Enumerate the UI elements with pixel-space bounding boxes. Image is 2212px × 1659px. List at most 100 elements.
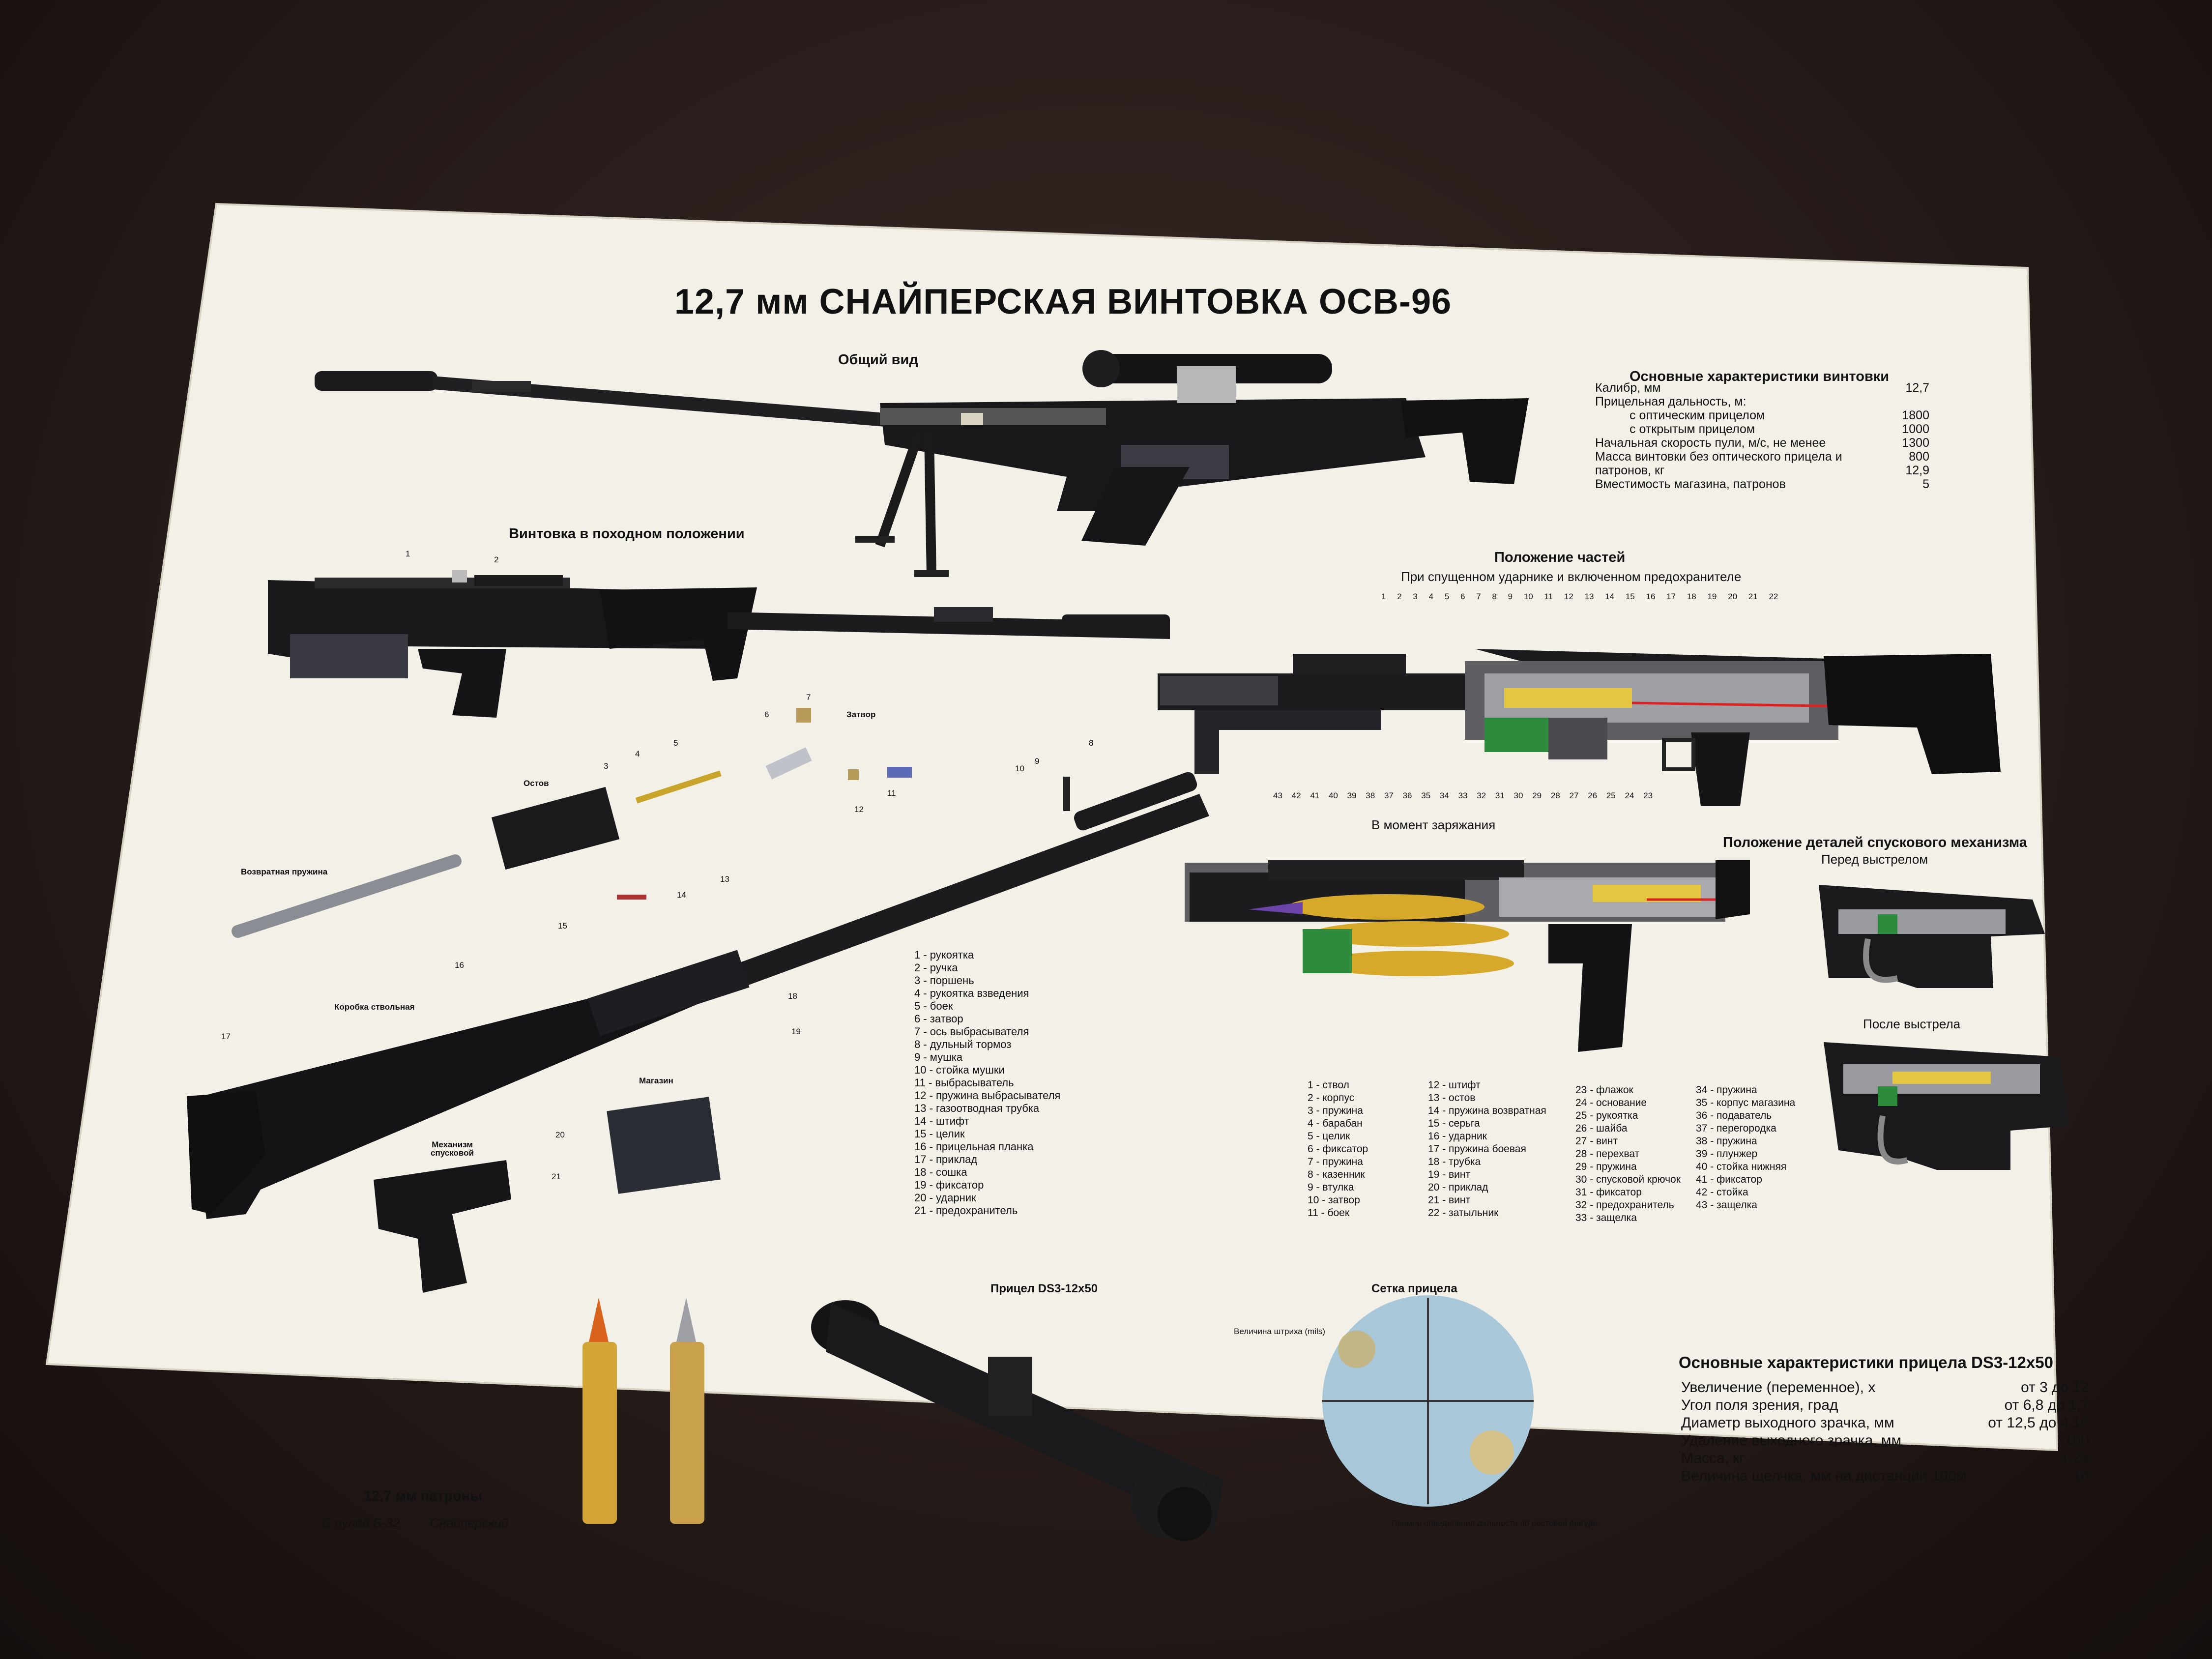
part-number: 13 — [1584, 592, 1594, 601]
spec-value: 1300 — [1902, 436, 1929, 450]
trigger-parts-label: Положение деталей спускового механизма — [1723, 835, 2027, 850]
reticle-stroke-label: Величина штриха (mils) — [1234, 1327, 1325, 1336]
legend-item: 20 - приклад — [1428, 1182, 1488, 1193]
spec-value: 5 — [1922, 477, 1929, 491]
callout-number: 1 — [406, 549, 410, 558]
scope-drawing — [811, 1300, 1224, 1541]
legend-item: 25 - рукоятка — [1575, 1110, 1638, 1121]
part-number: 37 — [1384, 791, 1394, 800]
part-number: 23 — [1643, 791, 1653, 800]
legend-cutaway-col1: 1 - ствол 2 - корпус 3 - пружина 4 - бар… — [1308, 1079, 1368, 1220]
cartridge-left-label: С пулей Б-32 — [322, 1515, 400, 1530]
cutaway-loading — [1185, 860, 1750, 1052]
part-number: 43 — [1273, 791, 1282, 800]
part-number: 24 — [1625, 791, 1634, 800]
part-number: 4 — [1428, 592, 1434, 601]
part-number: 21 — [1748, 592, 1758, 601]
callout-number: 15 — [558, 921, 567, 931]
spec-label: Начальная скорость пули, м/с, не менее — [1595, 436, 1826, 450]
legend-item: 1 - рукоятка — [914, 949, 974, 961]
part-number: 34 — [1439, 791, 1449, 800]
callout-number: 17 — [221, 1032, 231, 1041]
part-number: 15 — [1625, 592, 1635, 601]
rifle-specs-table: Калибр, мм Прицельная дальность, м: с оп… — [1595, 381, 1929, 491]
legend-item: 20 - ударник — [914, 1192, 976, 1204]
scope-specs-table: Увеличение (переменное), х Угол поля зре… — [1681, 1379, 2089, 1485]
legend-item: 30 - спусковой крючок — [1575, 1174, 1681, 1185]
part-number: 40 — [1328, 791, 1338, 800]
callout-number: 20 — [555, 1130, 565, 1139]
scope-label: Прицел DS3-12x50 — [990, 1282, 1098, 1295]
part-number: 2 — [1397, 592, 1402, 601]
travel-position-label: Винтовка в походном положении — [509, 526, 745, 542]
legend-item: 11 - боек — [1308, 1207, 1350, 1219]
callout-number: 18 — [788, 991, 797, 1001]
legend-item: 21 - предохранитель — [914, 1204, 1018, 1217]
cutaway-parts-position — [1158, 649, 2001, 806]
spec-label: Удаление выходного зрачка, мм — [1681, 1432, 1902, 1449]
legend-cutaway-col3: 23 - флажок 24 - основание 25 - рукоятка… — [1575, 1084, 1681, 1224]
part-number: 25 — [1606, 791, 1616, 800]
part-number: 42 — [1291, 791, 1301, 800]
part-number: 12 — [1564, 592, 1573, 601]
legend-item: 6 - фиксатор — [1308, 1143, 1368, 1155]
spec-label: Масса винтовки без оптического прицела и — [1595, 450, 1842, 464]
part-number: 22 — [1769, 592, 1778, 601]
legend-item: 18 - трубка — [1428, 1156, 1481, 1167]
callout-number: 8 — [1089, 738, 1094, 748]
part-number: 39 — [1347, 791, 1357, 800]
callout-number: 7 — [806, 693, 811, 702]
part-number: 6 — [1460, 592, 1465, 601]
spec-value — [1875, 395, 1929, 408]
part-number: 35 — [1421, 791, 1431, 800]
legend-item: 38 - пружина — [1696, 1135, 1757, 1147]
spec-value: 1,23 — [2060, 1450, 2089, 1466]
exploded-view — [187, 708, 1209, 1293]
spec-label: с открытым прицелом — [1630, 422, 1755, 436]
spec-label: Угол поля зрения, град — [1681, 1397, 1838, 1413]
legend-item: 16 - прицельная планка — [914, 1140, 1034, 1153]
legend-item: 31 - фиксатор — [1575, 1187, 1642, 1198]
legend-item: 19 - винт — [1428, 1169, 1471, 1180]
legend-item: 3 - пружина — [1308, 1105, 1363, 1116]
legend-cutaway-col4: 34 - пружина 35 - корпус магазина 36 - п… — [1696, 1084, 1795, 1212]
part-number: 27 — [1569, 791, 1579, 800]
legend-item: 34 - пружина — [1696, 1084, 1757, 1096]
poster-sheet — [47, 204, 2057, 1450]
part-number: 16 — [1646, 592, 1656, 601]
callout-number: 16 — [455, 960, 464, 970]
legend-exploded: 1 - рукоятка 2 - ручка 3 - поршень 4 - р… — [914, 949, 1060, 1217]
legend-item: 15 - серьга — [1428, 1118, 1480, 1129]
legend-item: 7 - ось выбрасывателя — [914, 1025, 1029, 1038]
legend-item: 11 - выбрасыватель — [914, 1077, 1014, 1089]
legend-item: 41 - фиксатор — [1696, 1174, 1762, 1185]
before-shot-label: Перед выстрелом — [1821, 852, 1928, 867]
callout-number: 13 — [720, 874, 729, 884]
spec-value: 10 — [2072, 1468, 2089, 1484]
rifle-specs-title: Основные характеристики винтовки — [1630, 369, 1890, 384]
callout-number: 10 — [1015, 764, 1024, 773]
part-number: 32 — [1477, 791, 1486, 800]
spec-value: от 3 до 12 — [2020, 1379, 2089, 1396]
part-number: 9 — [1508, 592, 1513, 601]
legend-item: 17 - пружина боевая — [1428, 1143, 1526, 1155]
spec-value: 100 — [2064, 1432, 2089, 1449]
legend-item: 15 - целик — [914, 1128, 965, 1140]
return-spring-label: Возвратная пружина — [241, 867, 328, 876]
part-number: 18 — [1687, 592, 1696, 601]
spec-label: Диаметр выходного зрачка, мм — [1681, 1415, 1894, 1431]
spec-value: 12,9 — [1905, 464, 1929, 477]
legend-item: 19 - фиксатор — [914, 1179, 984, 1191]
magazine-label: Магазин — [639, 1076, 673, 1085]
parts-position-sub: При спущенном ударнике и включенном пред… — [1401, 569, 1742, 584]
legend-cutaway-col2: 12 - штифт 13 - остов 14 - пружина возвр… — [1428, 1079, 1546, 1220]
legend-item: 12 - пружина выбрасывателя — [914, 1089, 1061, 1102]
part-number: 30 — [1513, 791, 1523, 800]
part-number: 28 — [1550, 791, 1560, 800]
callout-number: 21 — [552, 1172, 561, 1181]
legend-item: 26 - шайба — [1575, 1123, 1628, 1134]
legend-item: 9 - мушка — [914, 1051, 963, 1063]
cartridge-right-label: Снайперский — [430, 1515, 509, 1530]
spec-label: Масса, кг — [1681, 1450, 1745, 1466]
part-number: 38 — [1366, 791, 1375, 800]
